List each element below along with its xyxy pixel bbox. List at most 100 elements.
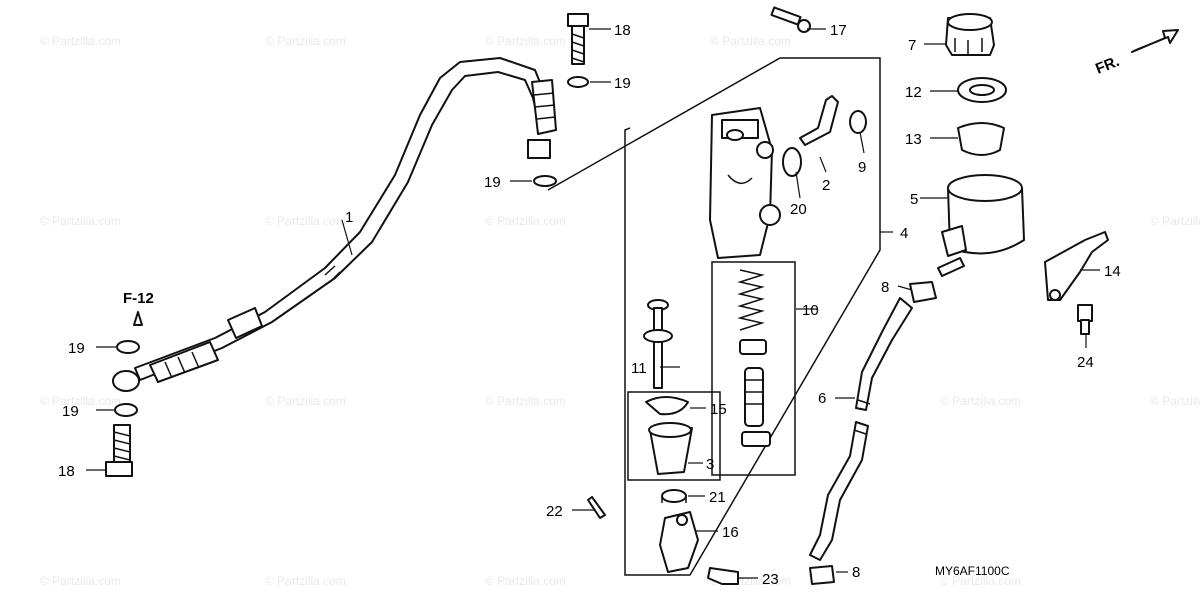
master-cylinder-outlet: [759, 204, 781, 226]
inlet-clip: [849, 110, 867, 134]
secondary-cup: [741, 431, 771, 447]
reservoir-hose-lower: [809, 421, 869, 561]
hose-fitting: [227, 307, 263, 339]
piston-cup: [739, 339, 767, 355]
callout-15: 15: [710, 401, 727, 418]
callout-16: 16: [722, 524, 739, 541]
callout-21: 21: [709, 489, 726, 506]
reservoir-diaphragm: [957, 122, 1005, 156]
reservoir-mount: [941, 225, 967, 257]
callout-19-lower-1: 19: [68, 340, 85, 357]
callout-8-lower: 8: [852, 564, 860, 581]
hose-clip-upper: [909, 281, 937, 303]
master-cylinder: [547, 57, 881, 576]
callout-6: 6: [818, 390, 826, 407]
lower-sealing-washer-1: [116, 340, 140, 354]
f12-arrow-icon: [133, 311, 143, 326]
piston-kit: [711, 261, 796, 476]
clevis-assembly: [587, 496, 739, 585]
watermark: © Partzilla.com: [265, 34, 346, 48]
brake-hose: [134, 57, 557, 383]
push-rod: [653, 307, 663, 389]
reservoir-hose-upper: [855, 297, 913, 411]
callout-numbers: 1 2 3 4 5 6 7 8 8 9 10 11 12 13 14 15 16…: [58, 22, 1121, 588]
stay-bolt-shank: [1080, 319, 1090, 335]
watermark: © Partzilla.com: [485, 214, 566, 228]
front-arrow-icon: [1131, 29, 1179, 53]
upper-banjo-assembly: [527, 13, 589, 187]
joint-clevis: [659, 511, 699, 573]
cotter-pin: [587, 496, 606, 519]
lower-bolt-head: [105, 461, 133, 477]
circlip: [645, 396, 689, 416]
watermark: © Partzilla.com: [1150, 214, 1200, 228]
leader-lines: [86, 28, 1100, 579]
watermark: © Partzilla.com: [485, 394, 566, 408]
callout-14: 14: [1104, 263, 1121, 280]
upper-sealing-washer: [567, 76, 589, 88]
watermark: © Partzilla.com: [710, 34, 791, 48]
upper-bolt-head: [567, 13, 589, 27]
callout-18-lower: 18: [58, 463, 75, 480]
callout-11: 11: [631, 360, 647, 377]
master-cylinder-side-port: [756, 141, 774, 159]
watermark: © Partzilla.com: [40, 394, 121, 408]
watermark: © Partzilla.com: [265, 394, 346, 408]
reservoir-hose: [809, 281, 937, 585]
hose-clip-lower: [809, 565, 835, 585]
joint-pin: [707, 567, 739, 585]
f12-reference: F-12: [123, 290, 154, 326]
callout-2: 2: [822, 177, 830, 194]
watermark: © Partzilla.com: [40, 34, 121, 48]
stay-bolt-head: [1077, 304, 1093, 322]
watermark: © Partzilla.com: [40, 214, 121, 228]
callout-23: 23: [762, 571, 779, 588]
callout-9: 9: [858, 159, 866, 176]
callout-10: 10: [802, 302, 819, 319]
watermark: © Partzilla.com: [940, 574, 1021, 588]
diagram-code: MY6AF1100C: [935, 564, 1010, 578]
screw-17: [770, 6, 811, 33]
callout-17: 17: [830, 22, 847, 39]
callout-20: 20: [790, 201, 807, 218]
f12-reference-label: F-12: [123, 290, 154, 307]
front-direction-label: FR.: [1093, 53, 1122, 78]
callout-19-hose: 19: [484, 174, 501, 191]
callout-5: 5: [910, 191, 918, 208]
callout-22: 22: [546, 503, 563, 520]
hose-crimp-end: [149, 341, 219, 383]
reservoir-stay: [1044, 231, 1109, 335]
inlet-joint: [799, 95, 839, 146]
push-rod-assembly: [627, 299, 721, 503]
callout-19-lower-2: 19: [62, 403, 79, 420]
callout-13: 13: [905, 131, 922, 148]
push-rod-nut: [661, 489, 687, 503]
inlet-o-ring: [782, 147, 802, 177]
upper-banjo-fitting: [527, 139, 551, 159]
watermark: © Partzilla.com: [485, 34, 566, 48]
watermark: © Partzilla.com: [1150, 394, 1200, 408]
callout-1: 1: [345, 209, 353, 226]
callout-4: 4: [900, 225, 908, 242]
watermark: © Partzilla.com: [265, 574, 346, 588]
lower-banjo-fitting: [112, 370, 140, 392]
callout-24: 24: [1077, 354, 1094, 371]
callout-7: 7: [908, 37, 916, 54]
reservoir-assembly: [937, 13, 1025, 277]
watermarks: © Partzilla.com © Partzilla.com © Partzi…: [40, 34, 1200, 588]
callout-3: 3: [706, 456, 714, 473]
watermark: © Partzilla.com: [940, 394, 1021, 408]
watermark: © Partzilla.com: [40, 574, 121, 588]
watermark: © Partzilla.com: [485, 574, 566, 588]
screw-head: [797, 19, 811, 33]
lower-banjo-assembly: [105, 340, 140, 477]
callout-19-upper: 19: [614, 75, 631, 92]
lower-sealing-washer-2: [114, 403, 138, 417]
front-direction-marker: FR.: [1093, 29, 1179, 78]
callout-12: 12: [905, 84, 922, 101]
callout-18-upper: 18: [614, 22, 631, 39]
watermark: © Partzilla.com: [265, 214, 346, 228]
reservoir-outlet: [937, 257, 965, 277]
screw-shank: [770, 6, 802, 26]
